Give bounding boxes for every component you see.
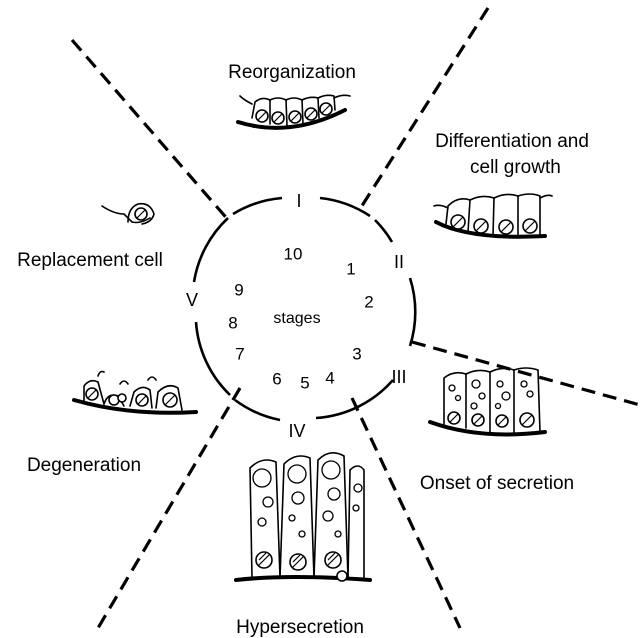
numeral-v: V [186, 290, 198, 310]
separator-iii-iv [350, 397, 462, 629]
reorganization-cells-illustration [236, 94, 351, 130]
arc-segment [374, 219, 394, 243]
replacement-cell-illustration [101, 202, 155, 225]
degeneration-cells-illustration [72, 370, 198, 415]
stage-number: 9 [234, 280, 243, 299]
stage-number: 2 [364, 292, 373, 311]
label-replacement-cell: Replacement cell [17, 250, 163, 271]
stage-number: 1 [346, 259, 355, 278]
separator-ii-iii [411, 340, 641, 407]
label-degeneration: Degeneration [27, 455, 141, 476]
numeral-ii: II [394, 252, 404, 272]
onset-secretion-cells-illustration [428, 367, 547, 437]
arc-segment [234, 398, 281, 422]
phase-separators [70, 7, 641, 629]
separator-i-ii [356, 7, 490, 213]
label-hypersecretion: Hypersecretion [236, 617, 364, 638]
cycle-circle [192, 196, 417, 422]
stage-number: 4 [325, 368, 334, 387]
stage-number: 3 [352, 344, 361, 363]
stage-number: 6 [272, 369, 281, 388]
stage-numbers: 1 2 3 4 5 6 7 8 9 10 stages [228, 244, 373, 392]
label-differentiation-line2: cell growth [470, 157, 561, 178]
separator-iv-v [96, 387, 242, 629]
phase-labels: Reorganization Differentiation and cell … [17, 62, 589, 638]
label-onset-of-secretion: Onset of secretion [420, 473, 574, 494]
numeral-iii: III [391, 367, 406, 387]
differentiation-cells-illustration [433, 193, 553, 239]
arc-segment [408, 277, 417, 347]
label-differentiation-line1: Differentiation and [435, 131, 589, 152]
separator-v-i [70, 38, 232, 224]
stage-number: 10 [284, 244, 303, 263]
label-reorganization: Reorganization [228, 62, 356, 83]
center-label: stages [273, 310, 320, 327]
stage-number: 5 [300, 373, 309, 392]
hypersecretion-cells-illustration [234, 452, 372, 582]
arc-segment [194, 321, 231, 396]
numeral-iv: IV [288, 421, 305, 441]
arc-segment [192, 217, 229, 283]
numeral-i: I [296, 191, 301, 211]
phase-numerals: I II III IV V [186, 191, 407, 441]
arc-segment [319, 196, 371, 218]
arc-segment [232, 196, 283, 216]
arc-segment [315, 379, 394, 420]
stage-number: 7 [235, 344, 244, 363]
stage-number: 8 [228, 313, 237, 332]
